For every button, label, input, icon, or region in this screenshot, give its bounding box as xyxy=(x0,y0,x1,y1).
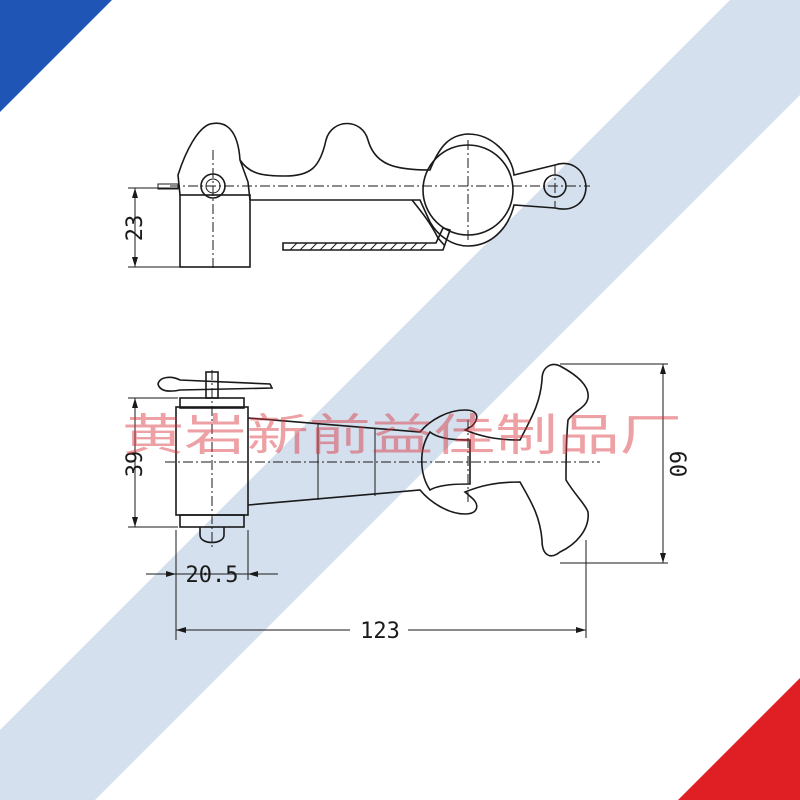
hinge-width-label: 20.5 xyxy=(186,563,239,588)
red-corner-triangle xyxy=(678,678,800,800)
front-dim205-arrow-right xyxy=(248,571,258,577)
side-arm xyxy=(239,122,587,247)
blue-corner-triangle xyxy=(0,0,112,112)
side-hinge-block xyxy=(179,194,251,268)
front-hinge-knuckle xyxy=(199,527,225,544)
front-dim39-arrow-top xyxy=(132,398,138,408)
front-dim123-arrow-right xyxy=(576,627,586,633)
front-height-label: 39 xyxy=(123,451,148,478)
front-ball xyxy=(420,430,471,492)
front-dim39-arrow-bottom xyxy=(132,517,138,527)
side-height-label: 23 xyxy=(123,215,148,242)
front-dim60-arrow-top xyxy=(660,364,666,374)
front-view: 39 60 20.5 123 xyxy=(123,363,689,644)
side-dim-arrow-bottom xyxy=(132,257,138,267)
overall-height-label: 60 xyxy=(664,451,689,478)
company-watermark: 黄岩新前益佳制品厂 xyxy=(122,410,682,461)
front-dim60-arrow-bottom xyxy=(660,553,666,563)
side-spring xyxy=(411,199,446,247)
front-dim123-arrow-left xyxy=(176,627,186,633)
side-hatched-plate xyxy=(282,227,452,251)
front-dim205-arrow-left xyxy=(166,571,176,577)
overall-length-label: 123 xyxy=(360,619,400,644)
front-split-pin xyxy=(157,376,274,392)
side-view: 23 xyxy=(123,122,590,268)
side-dim-arrow-top xyxy=(132,188,138,198)
front-arm xyxy=(247,363,589,557)
side-hinge-bracket xyxy=(177,122,251,201)
side-plate-hatch xyxy=(289,242,428,251)
